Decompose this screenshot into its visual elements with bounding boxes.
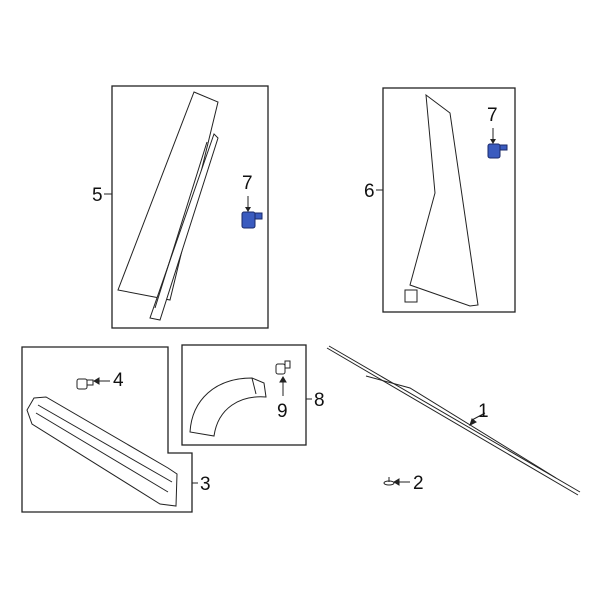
clip-7b bbox=[487, 128, 508, 159]
pillar-applique-6 bbox=[404, 93, 479, 307]
callout-7b: 7 bbox=[487, 105, 498, 126]
callout-9: 9 bbox=[277, 401, 288, 422]
clip-7a bbox=[241, 196, 263, 229]
callout-1: 1 bbox=[478, 401, 489, 422]
callout-6: 6 bbox=[364, 181, 375, 202]
callout-8: 8 bbox=[314, 390, 325, 411]
callout-7a: 7 bbox=[242, 173, 253, 194]
callout-2: 2 bbox=[413, 473, 424, 494]
clip-9 bbox=[275, 360, 291, 396]
callout-5: 5 bbox=[92, 185, 103, 206]
pillar-applique-5 bbox=[117, 91, 219, 321]
rocker-molding-3 bbox=[26, 396, 178, 507]
callout-3: 3 bbox=[200, 474, 211, 495]
callout-4: 4 bbox=[113, 370, 124, 391]
clip-4 bbox=[76, 377, 110, 390]
molding-strip-1 bbox=[326, 345, 581, 496]
fastener-2 bbox=[383, 477, 410, 486]
wheel-molding-8 bbox=[189, 377, 267, 437]
